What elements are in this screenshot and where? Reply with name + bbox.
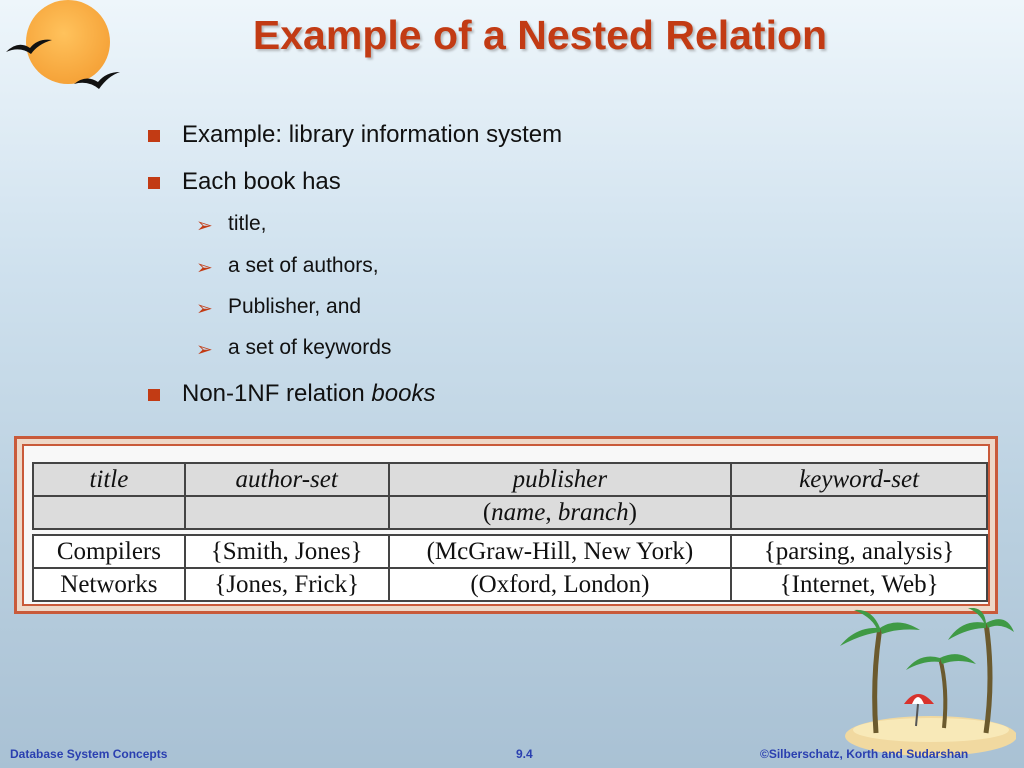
arrowhead-bullet-icon: ➢ xyxy=(196,339,213,361)
table-cell: {parsing, analysis} xyxy=(730,534,988,569)
table-cell: {Smith, Jones} xyxy=(183,534,390,569)
slide-title: Example of a Nested Relation xyxy=(252,12,828,58)
palm-island-icon xyxy=(840,608,1016,756)
table-row: Networks {Jones, Frick} (Oxford, London)… xyxy=(32,567,988,602)
column-header-title: title xyxy=(32,462,186,497)
column-header-author-set: author-set xyxy=(183,462,390,497)
table-row: Compilers {Smith, Jones} (McGraw-Hill, N… xyxy=(32,534,988,569)
square-bullet-icon xyxy=(148,177,160,189)
bullet-list: Example: library information system Each… xyxy=(148,121,562,407)
table-cell: (Oxford, London) xyxy=(387,567,733,602)
table-cell: (McGraw-Hill, New York) xyxy=(387,534,733,569)
column-header-keyword-set: keyword-set xyxy=(730,462,988,497)
relation-header-table: title author-set publisher keyword-set (… xyxy=(32,462,988,530)
arrowhead-bullet-icon: ➢ xyxy=(196,215,213,237)
relation-body-table: Compilers {Smith, Jones} (McGraw-Hill, N… xyxy=(32,534,988,602)
nested-relation-figure: title author-set publisher keyword-set (… xyxy=(14,436,998,614)
column-header-publisher: publisher xyxy=(387,462,733,497)
arrowhead-bullet-icon: ➢ xyxy=(196,298,213,320)
square-bullet-icon xyxy=(148,130,160,142)
footer-page-number: 9.4 xyxy=(516,747,533,761)
bird-icon xyxy=(74,72,120,89)
table-cell: Networks xyxy=(32,567,186,602)
table-cell: Compilers xyxy=(32,534,186,569)
footer-copyright: ©Silberschatz, Korth and Sudarshan xyxy=(760,747,969,761)
table-cell: {Internet, Web} xyxy=(730,567,988,602)
arrowhead-bullet-icon: ➢ xyxy=(196,257,213,279)
square-bullet-icon xyxy=(148,389,160,401)
publisher-subheader: (name, branch) xyxy=(387,495,733,530)
footer-course-title: Database System Concepts xyxy=(10,747,168,761)
bird-icon xyxy=(6,39,52,54)
table-cell: {Jones, Frick} xyxy=(183,567,390,602)
